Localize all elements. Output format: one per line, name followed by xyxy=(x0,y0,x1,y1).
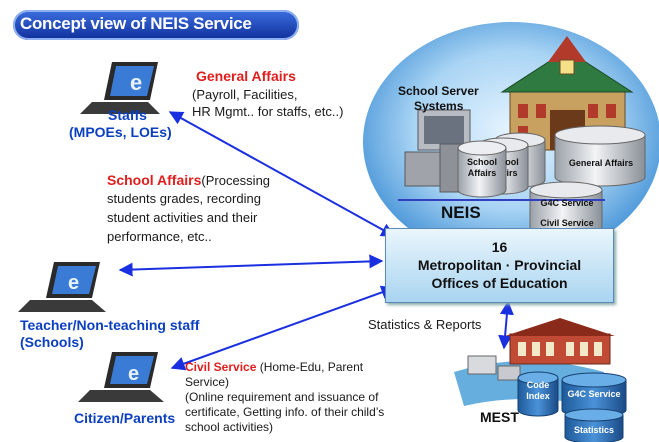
school-affairs-line: students grades, recording xyxy=(107,191,261,206)
offices-of-education-box: 16 Metropolitan · Provincial Offices of … xyxy=(385,228,614,303)
civil-service-line: (Online requirement and issuance of xyxy=(185,390,379,404)
offices-of-education-text: 16 Metropolitan · Provincial Offices of … xyxy=(417,239,582,292)
arrow-mest xyxy=(498,300,514,350)
civil-service-line: certificate, Getting info. of their chil… xyxy=(185,405,385,419)
svg-text:e: e xyxy=(130,70,142,95)
general-affairs-line: HR Mgmt.. for staffs, etc..) xyxy=(192,104,344,119)
arrow-citizens xyxy=(170,285,396,371)
arrow-teachers xyxy=(118,254,384,277)
school-affairs-first-line: School Affairs(Processing xyxy=(107,172,270,191)
laptop-icon: e xyxy=(18,262,106,312)
g4c-service-cylinder-label: G4C Service xyxy=(540,198,594,208)
school-affairs-heading: School Affairs xyxy=(107,172,202,188)
mest-label: MEST xyxy=(480,409,519,425)
code-index-cylinder-label: Code Index xyxy=(526,380,550,402)
svg-text:e: e xyxy=(68,272,79,294)
school-server-title: Systems xyxy=(414,99,464,113)
civil-service-first-line: Civil Service (Home-Edu, Parent xyxy=(185,360,363,374)
title-banner xyxy=(13,10,299,40)
laptop-icon: e xyxy=(78,352,164,402)
arrow-staffs xyxy=(168,111,396,237)
server-computer-icon xyxy=(404,109,476,193)
civil-service-text: (Home-Edu, Parent xyxy=(256,360,364,374)
laptop-icon: e xyxy=(80,62,160,114)
school-server-cylinders xyxy=(457,125,646,239)
civil-service-line: Service) xyxy=(185,375,230,389)
mest-g4c-cylinder-label: G4C Service xyxy=(567,389,621,399)
civil-service-line: school activities) xyxy=(185,420,274,434)
general-affairs-heading: General Affairs xyxy=(196,68,296,84)
mest-cylinders xyxy=(517,371,627,442)
civil-service-heading: Civil Service xyxy=(185,360,257,374)
civil-service-cylinder-label: Civil Service xyxy=(540,218,594,228)
school-affairs-text: (Processing xyxy=(201,173,271,188)
statistics-reports-label: Statistics & Reports xyxy=(368,317,482,332)
page-title: Concept view of NEIS Service xyxy=(20,14,252,33)
neis-label: NEIS xyxy=(441,203,481,222)
school-affairs-cylinder-label: School Affairs xyxy=(466,157,497,179)
statistics-cylinder-label: Statistics xyxy=(573,425,615,435)
citizens-label: Citizen/Parents xyxy=(74,410,176,426)
partial-cylinder-label: ool irs xyxy=(505,157,519,179)
general-affairs-line: (Payroll, Facilities, xyxy=(192,87,298,102)
svg-text:e: e xyxy=(128,363,139,385)
teachers-label: Teacher/Non-teaching staff xyxy=(20,317,200,333)
staffs-sublabel: (MPOEs, LOEs) xyxy=(69,124,172,140)
staffs-label: Staffs xyxy=(108,107,147,123)
school-server-title: School Server xyxy=(398,84,479,98)
teachers-sublabel: (Schools) xyxy=(20,334,84,350)
general-affairs-cylinder-label: General Affairs xyxy=(568,158,634,168)
school-affairs-line: performance, etc.. xyxy=(107,229,212,244)
school-affairs-line: student activities and their xyxy=(107,210,258,225)
